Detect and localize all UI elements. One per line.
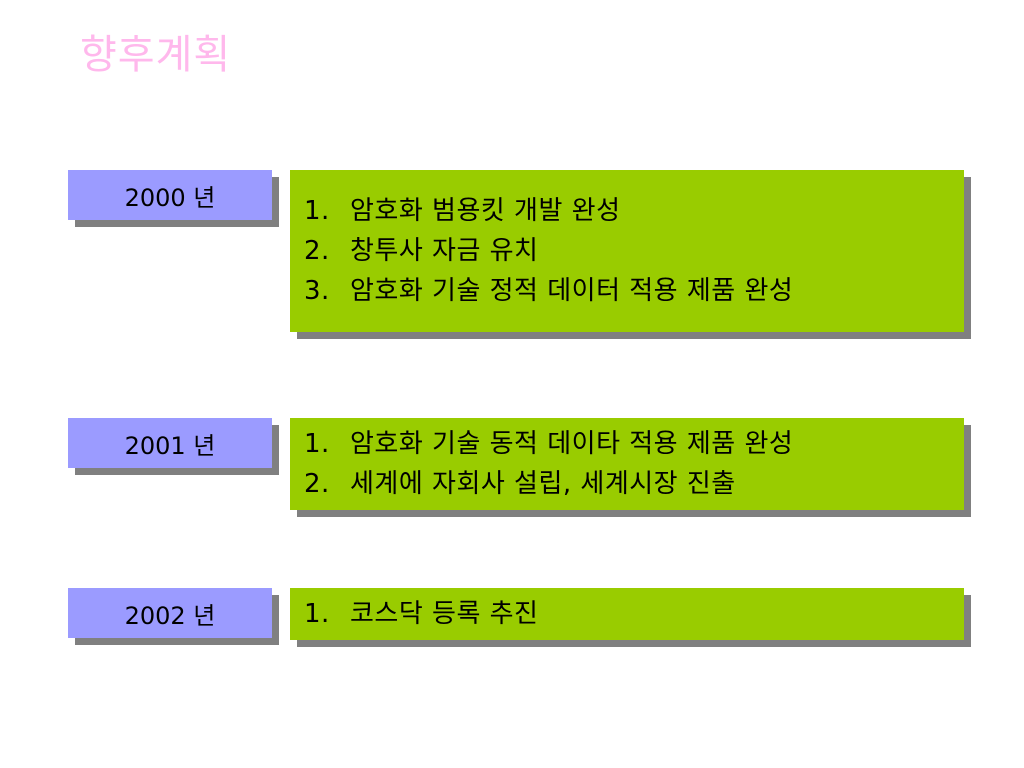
plan-item: 1. 암호화 기술 동적 데이타 적용 제품 완성 <box>304 424 964 464</box>
item-text: 암호화 범용킷 개발 완성 <box>350 196 621 226</box>
item-text: 창투사 자금 유치 <box>350 236 539 266</box>
plan-item: 2. 창투사 자금 유치 <box>304 231 964 271</box>
item-text: 암호화 기술 동적 데이타 적용 제품 완성 <box>350 429 794 459</box>
item-text: 암호화 기술 정적 데이터 적용 제품 완성 <box>350 276 794 306</box>
year-text: 2000 년 <box>124 183 216 212</box>
year-label-2001: 2001 년 <box>68 418 272 468</box>
item-number: 3. <box>304 276 330 306</box>
plan-box-2002: 1. 코스닥 등록 추진 <box>290 588 964 640</box>
item-number: 2. <box>304 236 330 266</box>
plan-item: 1. 암호화 범용킷 개발 완성 <box>304 191 964 231</box>
plan-item: 3. 암호화 기술 정적 데이터 적용 제품 완성 <box>304 271 964 311</box>
item-number: 1. <box>304 599 330 629</box>
year-label-2002: 2002 년 <box>68 588 272 638</box>
slide-title: 향후계획 <box>80 32 232 78</box>
plan-item: 1. 코스닥 등록 추진 <box>304 594 964 634</box>
item-text: 코스닥 등록 추진 <box>350 599 539 629</box>
plan-box-2001: 1. 암호화 기술 동적 데이타 적용 제품 완성 2. 세계에 자회사 설립, 세… <box>290 418 964 510</box>
item-text: 세계에 자회사 설립, 세계시장 진출 <box>350 469 736 499</box>
year-label-2000: 2000 년 <box>68 170 272 220</box>
item-number: 1. <box>304 196 330 226</box>
year-text: 2002 년 <box>124 601 216 630</box>
item-number: 1. <box>304 429 330 459</box>
year-text: 2001 년 <box>124 431 216 460</box>
plan-item: 2. 세계에 자회사 설립, 세계시장 진출 <box>304 464 964 504</box>
item-number: 2. <box>304 469 330 499</box>
plan-box-2000: 1. 암호화 범용킷 개발 완성 2. 창투사 자금 유치 3. 암호화 기술 정적 … <box>290 170 964 332</box>
